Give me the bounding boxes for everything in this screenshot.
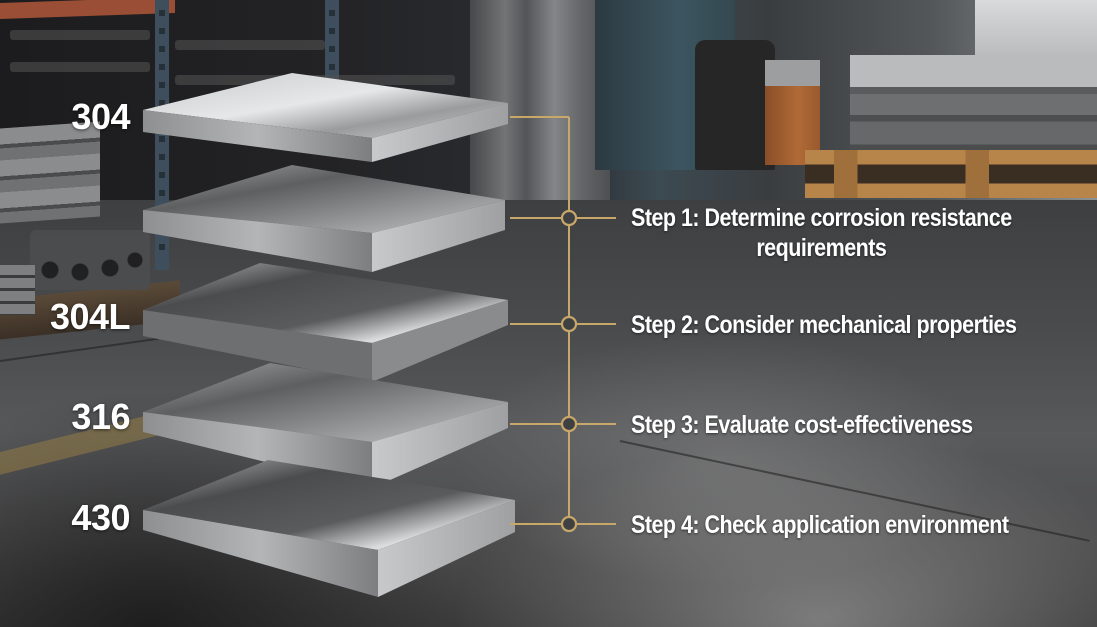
step-3-text: Step 3: Evaluate cost-effectiveness xyxy=(631,411,973,439)
plate-430 xyxy=(143,460,515,597)
window xyxy=(975,0,1097,60)
leaning-steel-sheets xyxy=(470,0,610,200)
rack-bar xyxy=(10,62,150,72)
grade-label-316: 316 xyxy=(71,396,130,437)
plate-2 xyxy=(143,165,505,272)
grade-label-430: 430 xyxy=(71,497,130,538)
plate-316 xyxy=(143,363,508,488)
steel-profiles xyxy=(30,230,150,290)
wooden-pallet xyxy=(805,150,1097,198)
step-4-text: Step 4: Check application environment xyxy=(631,511,1009,539)
step-1-line2: requirements xyxy=(756,234,887,262)
step-1-text: Step 1: Determine corrosion resistance r… xyxy=(631,203,1012,263)
rack-post xyxy=(325,0,339,90)
welding-machine xyxy=(765,60,820,165)
plate-304l xyxy=(143,263,508,382)
rack-bar xyxy=(10,30,150,40)
rack-post xyxy=(155,0,169,270)
grade-label-304l: 304L xyxy=(49,296,131,337)
step-1-line1: Step 1: Determine corrosion resistance xyxy=(631,204,1012,232)
steel-sheet-stack-small xyxy=(0,265,35,315)
grade-label-304: 304 xyxy=(71,96,130,137)
rack-bar xyxy=(175,40,325,50)
step-2-text: Step 2: Consider mechanical properties xyxy=(631,311,1017,339)
machine xyxy=(695,40,775,170)
plate-304 xyxy=(143,73,508,162)
